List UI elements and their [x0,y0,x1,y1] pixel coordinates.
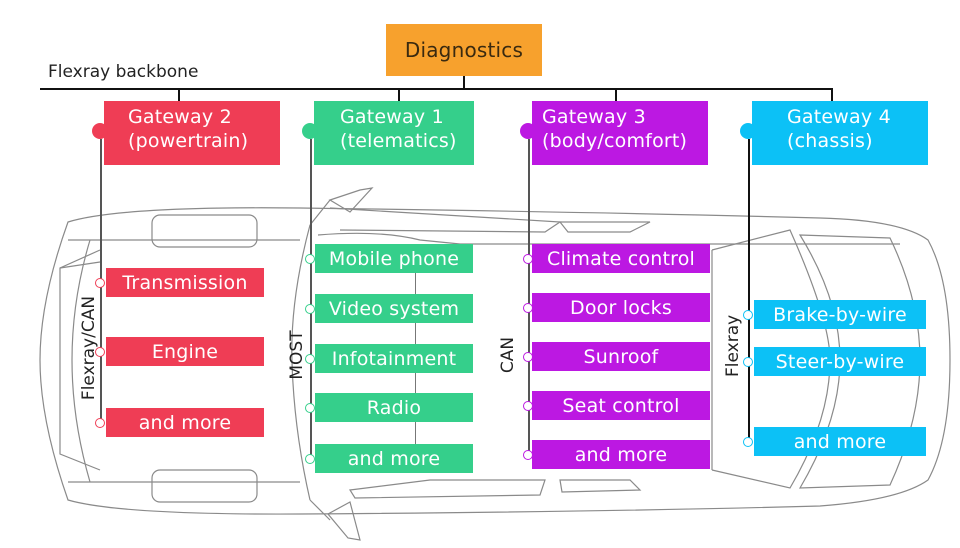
ecu-steer-by-wire: Steer-by-wire [754,347,926,376]
gateway3-connector [615,88,617,101]
gateway-3-box: Gateway 3 (body/comfort) [532,101,708,165]
gateway-2-name: Gateway 2 [128,106,232,128]
gateway-1-node [302,123,318,139]
ecu-connector-dot [305,403,315,413]
ecu-mobile-phone: Mobile phone [315,244,473,273]
ecu-door-locks: Door locks [532,293,710,322]
ecu-connector-dot [305,304,315,314]
gateway-2-role: (powertrain) [128,130,249,152]
gateway-3-node [520,123,536,139]
gateway-2-node [92,123,108,139]
ecu-brake-by-wire: Brake-by-wire [754,300,926,329]
gateway-1-box: Gateway 1 (telematics) [314,101,474,165]
ecu-body-more: and more [532,440,710,469]
ecu-connector-dot [95,278,105,288]
gateway-4-box: Gateway 4 (chassis) [752,101,928,165]
backbone-line [40,88,832,90]
gateway4-connector [831,88,833,101]
ecu-powertrain-more: and more [106,408,264,437]
gateway-4-role: (chassis) [787,130,873,152]
ecu-connector-dot [523,352,533,362]
gateway-4-name: Gateway 4 [787,106,891,128]
ecu-connector-dot [95,418,105,428]
ecu-transmission: Transmission [106,268,264,297]
gateway-4-bus-line [748,139,750,441]
car-body [39,207,951,515]
ecu-connector-dot [305,254,315,264]
diagnostics-box: Diagnostics [386,24,542,76]
gateway-3-bus-line [528,139,530,457]
ecu-chassis-more: and more [754,427,926,456]
ecu-connector-dot [743,357,753,367]
ecu-seat-control: Seat control [532,391,710,420]
ecu-connector-dot [305,454,315,464]
ecu-connector-dot [523,450,533,460]
ecu-climate-control: Climate control [532,244,710,273]
ecu-connector-dot [743,310,753,320]
ecu-radio: Radio [315,393,473,422]
gateway2-connector [178,88,180,101]
gateway-4-node [740,123,756,139]
ecu-connector-dot [523,254,533,264]
gateway-3-role: (body/comfort) [542,130,688,152]
ecu-sunroof: Sunroof [532,342,710,371]
ecu-telematics-more: and more [315,444,473,473]
ecu-connector-dot [743,437,753,447]
diagnostics-connector [463,76,465,88]
backbone-label: Flexray backbone [48,62,199,82]
ecu-video-system: Video system [315,294,473,323]
gateway-1-name: Gateway 1 [340,106,444,128]
ecu-connector-dot [523,401,533,411]
gateway-3-bus-label: CAN [498,336,518,374]
ecu-connector-dot [95,347,105,357]
gateway-4-bus-label: Flexray [723,314,743,377]
ecu-engine: Engine [106,337,264,366]
gateway-1-bus-line [310,139,312,461]
ecu-infotainment: Infotainment [315,344,473,373]
ecu-connector-dot [523,303,533,313]
gateway-2-box: Gateway 2 (powertrain) [104,101,280,165]
gateway-1-role: (telematics) [340,130,457,152]
ecu-connector-dot [305,354,315,364]
gateway1-connector [398,88,400,101]
gateway-3-name: Gateway 3 [542,106,646,128]
gateway-1-bus-label: MOST [287,330,307,380]
